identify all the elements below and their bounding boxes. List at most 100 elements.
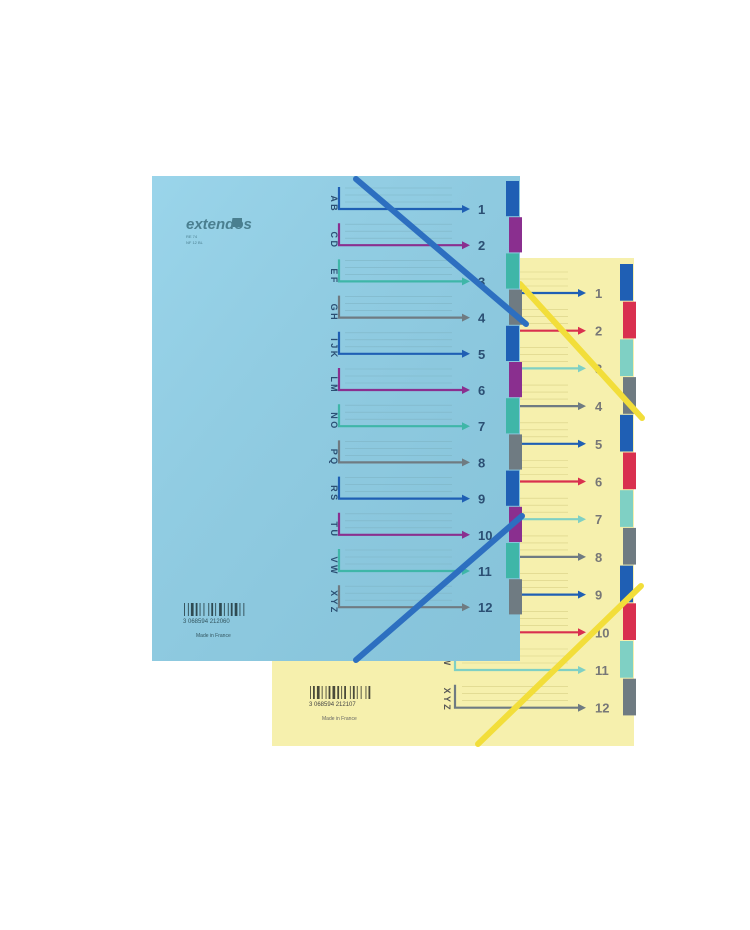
blue-barcode-bar [219,603,222,616]
blue-index-arrow [337,476,462,500]
yellow-section-number: 9 [595,588,602,603]
yellow-section-number: 1 [595,286,602,301]
yellow-arrow-head-icon [578,364,586,373]
blue-side-tab [506,543,519,579]
blue-section-letters: X Y Z [329,590,339,613]
yellow-barcode-bar [310,686,311,699]
blue-arrow-head-icon [462,494,470,503]
blue-barcode-bar [215,603,217,616]
blue-barcode-bar [208,603,210,616]
blue-index-arrow [337,187,462,211]
blue-section-letters: T U [329,522,339,537]
yellow-barcode-bar [321,686,323,699]
yellow-arrow-head-icon [578,439,586,448]
blue-section-number: 8 [478,455,485,470]
yellow-side-tab [623,603,636,640]
yellow-arrow-head-icon [578,590,586,599]
blue-made-in-label: Made in France [196,633,231,639]
blue-arrow-head-icon [462,458,470,467]
blue-index-arrow [337,404,462,428]
blue-barcode-number: 3 068594 212060 [183,619,230,625]
blue-section-number: 7 [478,419,485,434]
blue-arrow-head-icon [462,349,470,358]
yellow-section-number: 8 [595,550,602,565]
blue-index-arrow [337,368,462,392]
yellow-barcode-bar [352,686,355,699]
blue-side-tab [506,398,519,434]
blue-small-code-2: NF 12 BL [186,240,204,245]
blue-section-number: 1 [478,202,485,217]
yellow-barcode-bar [332,686,336,699]
yellow-side-tab [620,490,633,527]
blue-section-number: 4 [478,311,486,326]
blue-arrow-head-icon [462,277,470,286]
blue-barcode [184,603,245,616]
blue-section-letters: R S [329,485,339,500]
blue-section-number: 11 [478,564,492,579]
yellow-barcode-bar [325,686,327,699]
blue-section-number: 9 [478,492,485,507]
yellow-side-tab [623,527,636,565]
yellow-side-tab [623,678,636,716]
blue-index-arrow [337,549,462,573]
blue-side-tab [509,362,522,398]
blue-section-letters: I J K [329,338,339,358]
blue-barcode-bar [239,603,241,616]
yellow-section-letters: X Y Z [442,688,452,711]
yellow-barcode-bar [341,686,343,699]
yellow-elastic-strap-bottom [475,583,644,747]
yellow-arrow-head-icon [578,402,586,411]
yellow-arrow-head-icon [578,552,586,561]
blue-barcode-bar [211,603,214,616]
yellow-section-letters: W [442,657,452,666]
blue-section-number: 12 [478,600,492,615]
yellow-section-number: 7 [595,512,602,527]
yellow-arrow-head-icon [578,326,586,335]
blue-index-arrow [337,223,462,247]
blue-cover-shading [152,176,520,661]
blue-barcode-bar [199,603,201,616]
blue-index-arrow [337,440,462,464]
blue-side-tab [506,181,519,217]
blue-arrow-head-icon [462,422,470,431]
blue-arrow-head-icon [462,386,470,394]
yellow-section-number: 2 [595,324,602,339]
blue-section-letters: E F [329,268,339,283]
yellow-side-tab [623,301,636,339]
blue-section-number: 3 [478,274,485,289]
blue-side-tab [506,253,519,289]
blue-arrow-head-icon [462,603,470,612]
yellow-arrow-head-icon [578,703,586,712]
blue-barcode-bar [234,603,238,616]
blue-side-tab [509,434,522,470]
blue-elastic-strap-top [353,176,529,327]
blue-section-number: 2 [478,238,485,253]
yellow-barcode-number: 3 068594 212107 [309,702,356,708]
blue-index-arrow [337,512,462,536]
blue-elastic-strap-bottom [353,513,525,663]
yellow-barcode-bar [316,686,320,699]
yellow-arrow-head-icon [578,628,586,637]
blue-barcode-bar [243,603,245,616]
yellow-barcode-bar [365,686,367,699]
blue-arrow-head-icon [462,530,470,539]
blue-side-tab [509,217,522,253]
yellow-barcode-bar [368,686,371,699]
blue-section-number: 10 [478,528,492,543]
blue-barcode-bar [223,603,225,616]
blue-index-arrow [337,259,462,283]
blue-section-letters: A B [329,195,339,211]
yellow-section-number: 11 [595,663,609,678]
blue-section-letters: C D [329,231,339,247]
blue-barcode-bar [187,603,189,616]
blue-section-letters: V W [329,557,339,575]
yellow-arrow-head-icon [578,289,586,297]
yellow-index-arrow [453,684,578,709]
yellow-side-tab [620,641,633,678]
blue-barcode-bar [227,603,229,616]
blue-arrow-head-icon [462,313,470,322]
brand-logo-mark-icon [233,218,242,227]
